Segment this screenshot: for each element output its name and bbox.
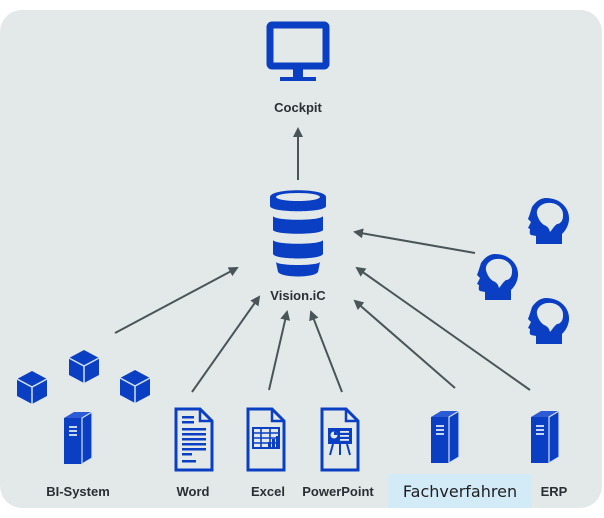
cube-icon [16,370,48,405]
arrow-excel-to-vision [268,310,291,391]
fachverfahren-node[interactable]: Fachverfahren [388,410,532,508]
powerpoint-label: PowerPoint [302,484,374,499]
bi-system-node[interactable]: BI-System [16,349,151,499]
brain-head-icon [477,254,519,300]
server-icon [63,411,93,465]
vision-ic-node[interactable]: Vision.iC [270,190,326,303]
word-label: Word [177,484,210,499]
word-document-icon [174,407,214,472]
cockpit-node[interactable]: Cockpit [266,21,330,115]
presentation-document-icon [320,407,360,472]
fachverfahren-highlight [388,474,532,508]
powerpoint-node[interactable]: PowerPoint [302,407,374,499]
cockpit-label: Cockpit [274,100,322,115]
brain-head-icon [528,298,570,344]
cube-icon [68,349,100,384]
arrow-bi-system-to-vision [114,267,239,334]
excel-label: Excel [251,484,285,499]
spreadsheet-document-icon [246,407,286,472]
arrow-powerpoint-to-vision [309,310,343,393]
experts-node[interactable] [477,198,570,344]
server-icon [430,410,460,464]
arrow-experts-to-vision [353,228,476,254]
excel-node[interactable]: Excel [246,407,286,499]
brain-head-icon [528,198,570,244]
arrow-erp-to-vision [355,266,531,391]
erp-label: ERP [541,484,568,499]
erp-node[interactable]: ERP [530,410,568,499]
arrow-fachverfahren-to-vision [353,299,456,389]
fachverfahren-label: Fachverfahren [403,482,517,501]
vision-ic-label: Vision.iC [270,288,326,303]
monitor-icon [266,21,330,81]
server-icon [530,410,560,464]
database-icon [270,190,326,277]
word-node[interactable]: Word [174,407,214,499]
arrow-word-to-vision [191,295,261,393]
cube-icon [119,369,151,404]
bi-system-label: BI-System [46,484,110,499]
